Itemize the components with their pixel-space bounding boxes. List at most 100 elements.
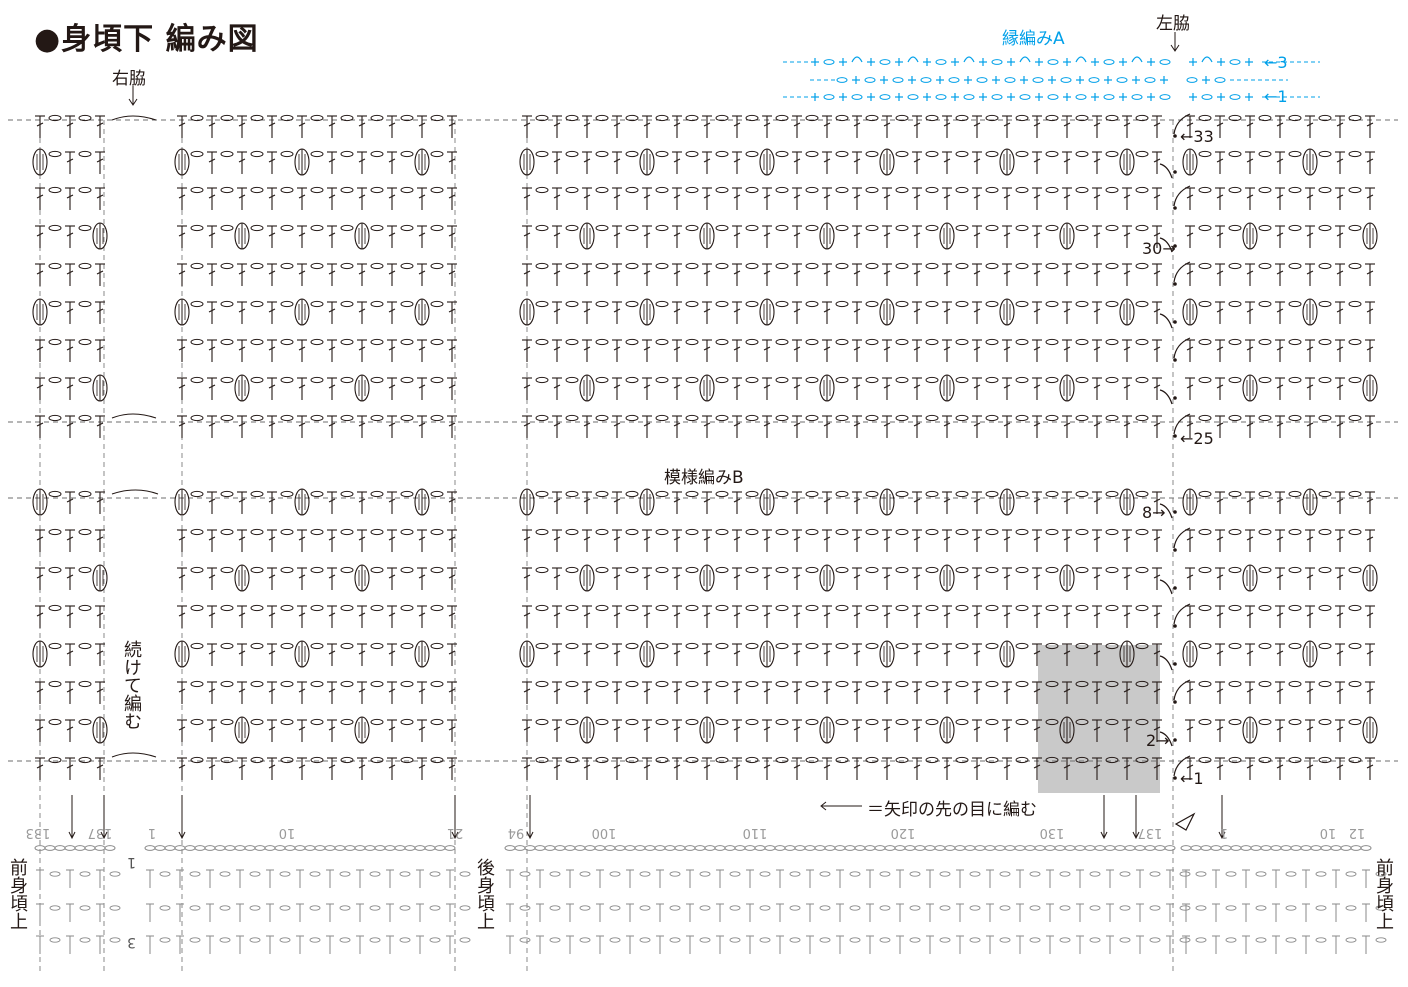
chain-stitch	[1135, 414, 1149, 422]
dc-stitch	[1185, 263, 1195, 286]
chain-stitch	[370, 604, 384, 612]
dc-stitch	[237, 187, 247, 210]
continue-arrow	[111, 413, 157, 419]
chain-stitch	[955, 224, 969, 232]
foundation-chain	[1190, 845, 1202, 851]
dc-stitch	[672, 643, 682, 666]
bottom-chain	[699, 937, 711, 943]
dc-stitch	[972, 529, 982, 552]
foundation-chain	[1134, 845, 1146, 851]
chain-stitch	[1045, 756, 1059, 764]
dc-stitch	[1305, 115, 1315, 138]
dc-stitch	[642, 605, 652, 628]
dc-stitch	[1062, 301, 1072, 324]
chain-stitch	[625, 224, 639, 232]
dc-stitch	[612, 643, 622, 666]
turning-chain	[1173, 527, 1191, 549]
dc-stitch	[1002, 415, 1012, 438]
dc-stitch	[642, 567, 652, 590]
dc-stitch	[177, 339, 187, 362]
dc-stitch	[552, 529, 562, 552]
foundation-chain	[424, 845, 436, 851]
foundation-chain	[1004, 845, 1016, 851]
chain-stitch	[340, 186, 354, 194]
foundation-chain	[154, 845, 166, 851]
chain-stitch	[985, 756, 999, 764]
cluster-stitch	[579, 716, 595, 744]
chain-stitch	[1318, 114, 1332, 122]
foundation-chain	[394, 845, 406, 851]
dc-stitch	[822, 643, 832, 666]
dc-stitch	[1365, 757, 1375, 780]
bottom-chain	[459, 905, 471, 911]
down-arrow-head	[178, 831, 186, 840]
dc-stitch	[207, 301, 217, 324]
chain-stitch	[340, 604, 354, 612]
dc-stitch	[1032, 491, 1042, 514]
chain-stitch	[655, 186, 669, 194]
foundation-chain	[524, 845, 536, 851]
chain-stitch	[625, 604, 639, 612]
chain-stitch	[190, 566, 204, 574]
chain-stitch	[1348, 718, 1362, 726]
chain-stitch	[78, 642, 92, 650]
cluster-stitch	[1059, 222, 1075, 250]
chain-stitch	[595, 642, 609, 650]
picot-stitch	[1131, 56, 1143, 63]
dc-stitch	[1215, 567, 1225, 590]
dc-stitch	[912, 339, 922, 362]
dc-stitch	[552, 681, 562, 704]
cluster-stitch	[939, 564, 955, 592]
chain-stitch	[78, 756, 92, 764]
dc-stitch	[1152, 491, 1162, 514]
slip-dot	[1173, 396, 1177, 400]
chain-stitch	[280, 186, 294, 194]
chain-stitch	[565, 490, 579, 498]
chain-stitch	[1198, 224, 1212, 232]
dc-stitch	[912, 301, 922, 324]
dc-stitch	[1215, 151, 1225, 174]
cluster-stitch	[414, 640, 430, 668]
chain-stitch	[565, 642, 579, 650]
cluster-stitch	[174, 488, 190, 516]
dc-stitch	[447, 643, 457, 666]
bottom-chain	[1119, 871, 1131, 877]
chain-stitch	[595, 114, 609, 122]
dc-stitch	[672, 151, 682, 174]
dc-stitch	[582, 187, 592, 210]
chain-stitch	[805, 114, 819, 122]
chain-stitch	[400, 756, 414, 764]
dc-stitch	[852, 529, 862, 552]
cluster-stitch	[579, 222, 595, 250]
chain-stitch	[280, 756, 294, 764]
foundation-chain	[194, 845, 206, 851]
dc-stitch	[762, 681, 772, 704]
cluster-stitch	[354, 222, 370, 250]
chain-stitch	[1348, 114, 1362, 122]
dc-stitch	[1275, 225, 1285, 248]
dc-stitch	[1185, 339, 1195, 362]
stitch-number: 137	[88, 825, 113, 840]
chain-stitch	[48, 604, 62, 612]
dc-stitch	[1365, 605, 1375, 628]
dc-stitch	[1305, 757, 1315, 780]
chain-stitch	[925, 150, 939, 158]
dc-stitch	[297, 605, 307, 628]
chain-stitch	[280, 642, 294, 650]
dc-stitch	[822, 187, 832, 210]
chain-stitch	[400, 604, 414, 612]
chain-stitch	[1045, 604, 1059, 612]
dc-stitch	[357, 491, 367, 514]
dc-stitch	[972, 757, 982, 780]
foundation-chain	[994, 845, 1006, 851]
dc-stitch	[447, 339, 457, 362]
chain-stitch	[340, 718, 354, 726]
dc-stitch	[1152, 263, 1162, 286]
cluster-stitch	[1182, 298, 1198, 326]
dc-stitch	[387, 151, 397, 174]
dc-stitch	[1215, 115, 1225, 138]
chain-stitch	[745, 604, 759, 612]
chain-stitch	[595, 224, 609, 232]
chain-stitch	[715, 642, 729, 650]
dc-stitch	[387, 263, 397, 286]
